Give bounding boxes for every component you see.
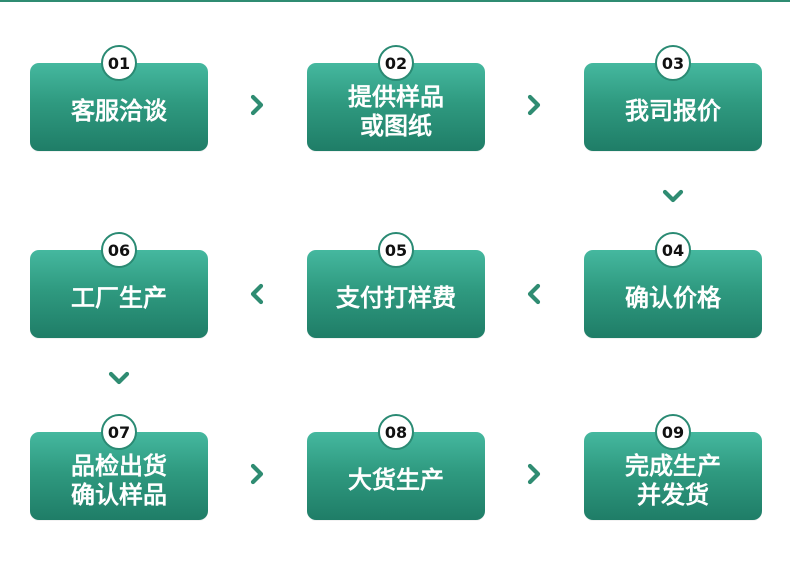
step-label-line: 我司报价 bbox=[625, 97, 721, 126]
step-number-badge: 08 bbox=[378, 414, 414, 450]
step-number-badge: 01 bbox=[101, 45, 137, 81]
step-label: 确认价格 bbox=[594, 266, 752, 332]
step-label: 大货生产 bbox=[317, 448, 475, 514]
step-label-line: 品检出货 bbox=[71, 451, 167, 480]
step-number-badge: 02 bbox=[378, 45, 414, 81]
step-label-line: 提供样品 bbox=[348, 82, 444, 111]
step-number-badge: 06 bbox=[101, 232, 137, 268]
chevron-down-icon bbox=[107, 366, 131, 390]
step-label-line: 或图纸 bbox=[360, 112, 432, 140]
process-step-08: 08 大货生产 bbox=[307, 414, 485, 520]
chevron-right-icon bbox=[522, 93, 546, 117]
step-label: 提供样品 或图纸 bbox=[317, 79, 475, 145]
step-number-badge: 05 bbox=[378, 232, 414, 268]
step-label: 支付打样费 bbox=[317, 266, 475, 332]
step-label-line: 完成生产 bbox=[625, 451, 721, 480]
step-number-badge: 04 bbox=[655, 232, 691, 268]
process-step-07: 07 品检出货 确认样品 bbox=[30, 414, 208, 520]
chevron-right-icon bbox=[245, 93, 269, 117]
process-step-05: 05 支付打样费 bbox=[307, 232, 485, 338]
chevron-left-icon bbox=[522, 282, 546, 306]
step-label-line: 客服洽谈 bbox=[71, 97, 167, 126]
top-divider bbox=[0, 0, 790, 2]
process-step-03: 03 我司报价 bbox=[584, 45, 762, 151]
chevron-right-icon bbox=[245, 462, 269, 486]
step-label-line: 支付打样费 bbox=[336, 284, 456, 313]
chevron-down-icon bbox=[661, 184, 685, 208]
step-label: 品检出货 确认样品 bbox=[40, 448, 198, 514]
step-number-badge: 09 bbox=[655, 414, 691, 450]
process-step-09: 09 完成生产 并发货 bbox=[584, 414, 762, 520]
step-label-line: 确认样品 bbox=[71, 481, 167, 509]
process-step-01: 01 客服洽谈 bbox=[30, 45, 208, 151]
step-label-line: 工厂生产 bbox=[71, 284, 167, 313]
chevron-right-icon bbox=[522, 462, 546, 486]
step-label: 完成生产 并发货 bbox=[594, 448, 752, 514]
step-label: 工厂生产 bbox=[40, 266, 198, 332]
step-label-line: 大货生产 bbox=[348, 466, 444, 495]
step-number-badge: 07 bbox=[101, 414, 137, 450]
process-step-06: 06 工厂生产 bbox=[30, 232, 208, 338]
step-number-badge: 03 bbox=[655, 45, 691, 81]
process-step-02: 02 提供样品 或图纸 bbox=[307, 45, 485, 151]
step-label-line: 并发货 bbox=[637, 481, 709, 509]
step-label-line: 确认价格 bbox=[625, 284, 721, 313]
step-label: 我司报价 bbox=[594, 79, 752, 145]
chevron-left-icon bbox=[245, 282, 269, 306]
step-label: 客服洽谈 bbox=[40, 79, 198, 145]
process-step-04: 04 确认价格 bbox=[584, 232, 762, 338]
